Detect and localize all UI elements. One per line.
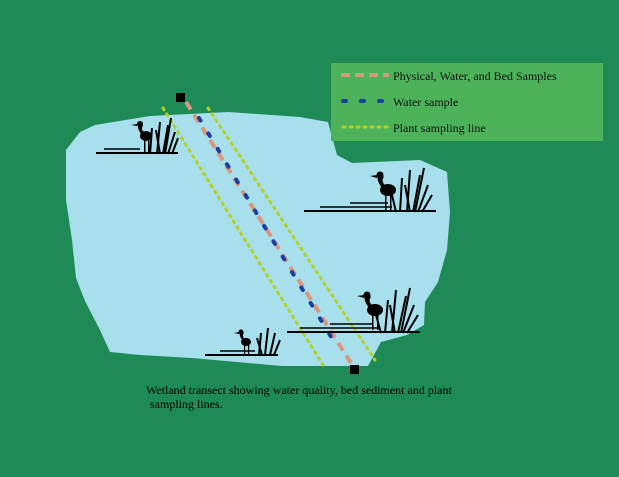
marsh-group-midright bbox=[304, 167, 436, 213]
plant-sampling-line-right bbox=[206, 106, 377, 362]
dot-line-swatch-icon bbox=[341, 99, 389, 103]
caption-line-2: sampling lines. bbox=[150, 397, 223, 411]
legend-label: Physical, Water, and Bed Samples bbox=[393, 69, 557, 83]
caption-line-1: Wetland transect showing water quality, … bbox=[146, 383, 452, 397]
heron-icon bbox=[370, 171, 396, 210]
dashed-line-swatch-icon bbox=[341, 73, 389, 77]
legend-label: Water sample bbox=[393, 95, 459, 109]
transect-marker-icon bbox=[176, 93, 185, 102]
plant-sampling-line-left bbox=[161, 106, 325, 367]
legend-item-plant: Plant sampling line bbox=[331, 118, 603, 138]
physical-sample-line bbox=[184, 100, 353, 365]
dotted-line-swatch-icon bbox=[341, 125, 389, 129]
figure-caption: Wetland transect showing water quality, … bbox=[146, 383, 546, 411]
heron-icon bbox=[357, 291, 383, 330]
marsh-group-lowright bbox=[287, 287, 420, 334]
marsh-group-topleft bbox=[96, 117, 179, 155]
wetland-water bbox=[66, 112, 450, 366]
legend-label: Plant sampling line bbox=[393, 121, 486, 135]
legend-item-physical: Physical, Water, and Bed Samples bbox=[331, 66, 603, 86]
reeds-icon bbox=[256, 327, 281, 356]
heron-icon bbox=[131, 121, 152, 152]
transect-marker-icon bbox=[350, 365, 359, 374]
reeds-icon bbox=[149, 117, 179, 155]
marsh-group-bottom bbox=[205, 327, 281, 356]
legend: Physical, Water, and Bed Samples Water s… bbox=[331, 63, 603, 141]
legend-item-water-sample: Water sample bbox=[331, 92, 603, 112]
reeds-icon bbox=[391, 167, 433, 213]
heron-icon bbox=[234, 329, 251, 354]
water-sample-line bbox=[197, 116, 338, 347]
